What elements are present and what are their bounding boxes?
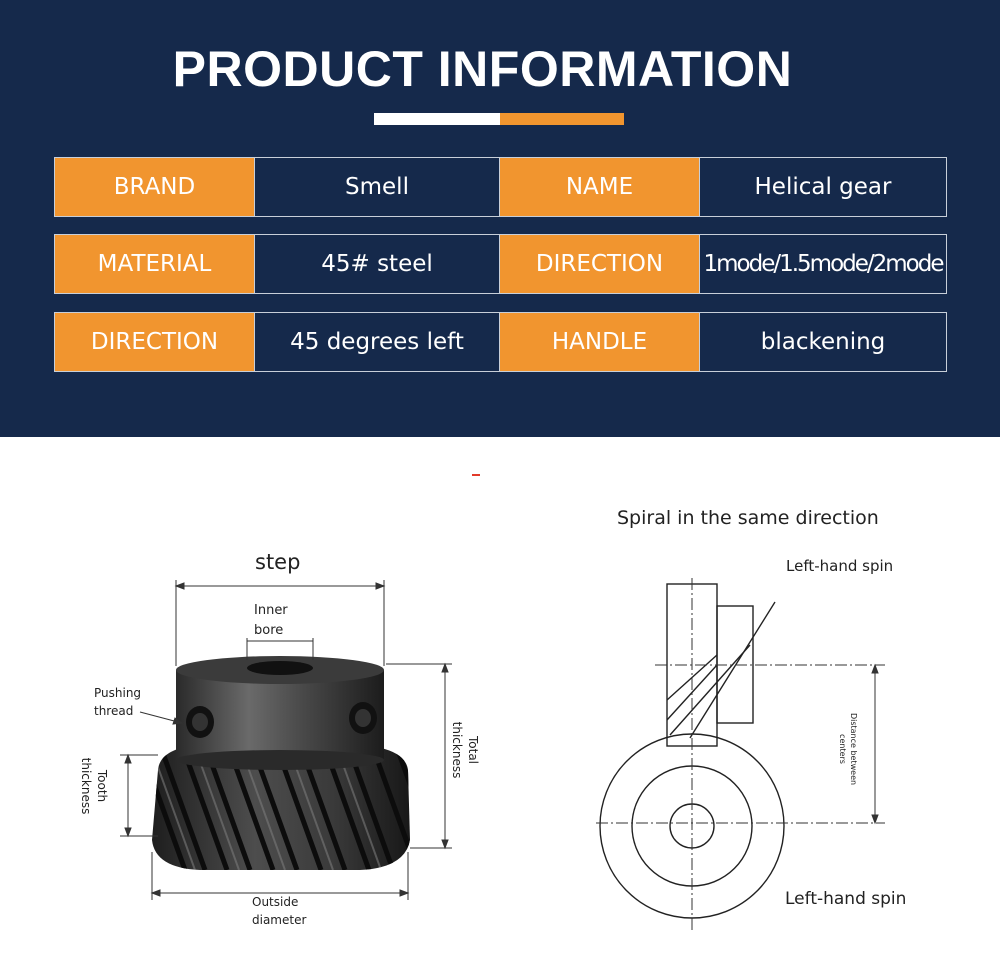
spec-row: MATERIAL 45# steel DIRECTION 1mode/1.5mo…: [54, 234, 947, 294]
header-banner: PRODUCT INFORMATION BRAND Smell NAME Hel…: [0, 0, 1000, 437]
center-distance-dimension: [871, 663, 879, 825]
total-thickness-label: Total thickness: [450, 721, 480, 779]
spec-value: 45# steel: [254, 234, 500, 294]
top-spin-label: Left-hand spin: [786, 557, 894, 575]
title-underline-orange: [500, 113, 624, 125]
title-underline-white: [374, 113, 500, 125]
spec-label: DIRECTION: [54, 312, 255, 372]
outside-diameter-label: Outside diameter: [252, 895, 307, 927]
spec-row: BRAND Smell NAME Helical gear: [54, 157, 947, 217]
center-distance-label: Distance between centers: [838, 712, 858, 786]
bottom-spin-label: Left-hand spin: [785, 889, 907, 909]
decorative-red-dot: [472, 474, 480, 476]
spec-label: HANDLE: [499, 312, 700, 372]
dimension-lines: [120, 580, 452, 900]
step-label: step: [255, 550, 301, 574]
tooth-thickness-label: Tooth thickness: [79, 757, 109, 815]
pushing-thread-label: Pushing thread: [94, 686, 142, 718]
spec-label: DIRECTION: [499, 234, 700, 294]
spec-value: Helical gear: [699, 157, 947, 217]
spec-value: blackening: [699, 312, 947, 372]
spec-value: 1mode/1.5mode/2mode: [699, 234, 947, 294]
gear-hub: [176, 656, 384, 770]
diagram-title: Spiral in the same direction: [617, 507, 879, 529]
spec-label: NAME: [499, 157, 700, 217]
spec-label: BRAND: [54, 157, 255, 217]
spec-value: 45 degrees left: [254, 312, 500, 372]
spec-label: MATERIAL: [54, 234, 255, 294]
spec-row: DIRECTION 45 degrees left HANDLE blacken…: [54, 312, 947, 372]
page-title: PRODUCT INFORMATION: [172, 41, 793, 97]
spec-value: Smell: [254, 157, 500, 217]
inner-bore-label: Inner bore: [254, 603, 288, 638]
